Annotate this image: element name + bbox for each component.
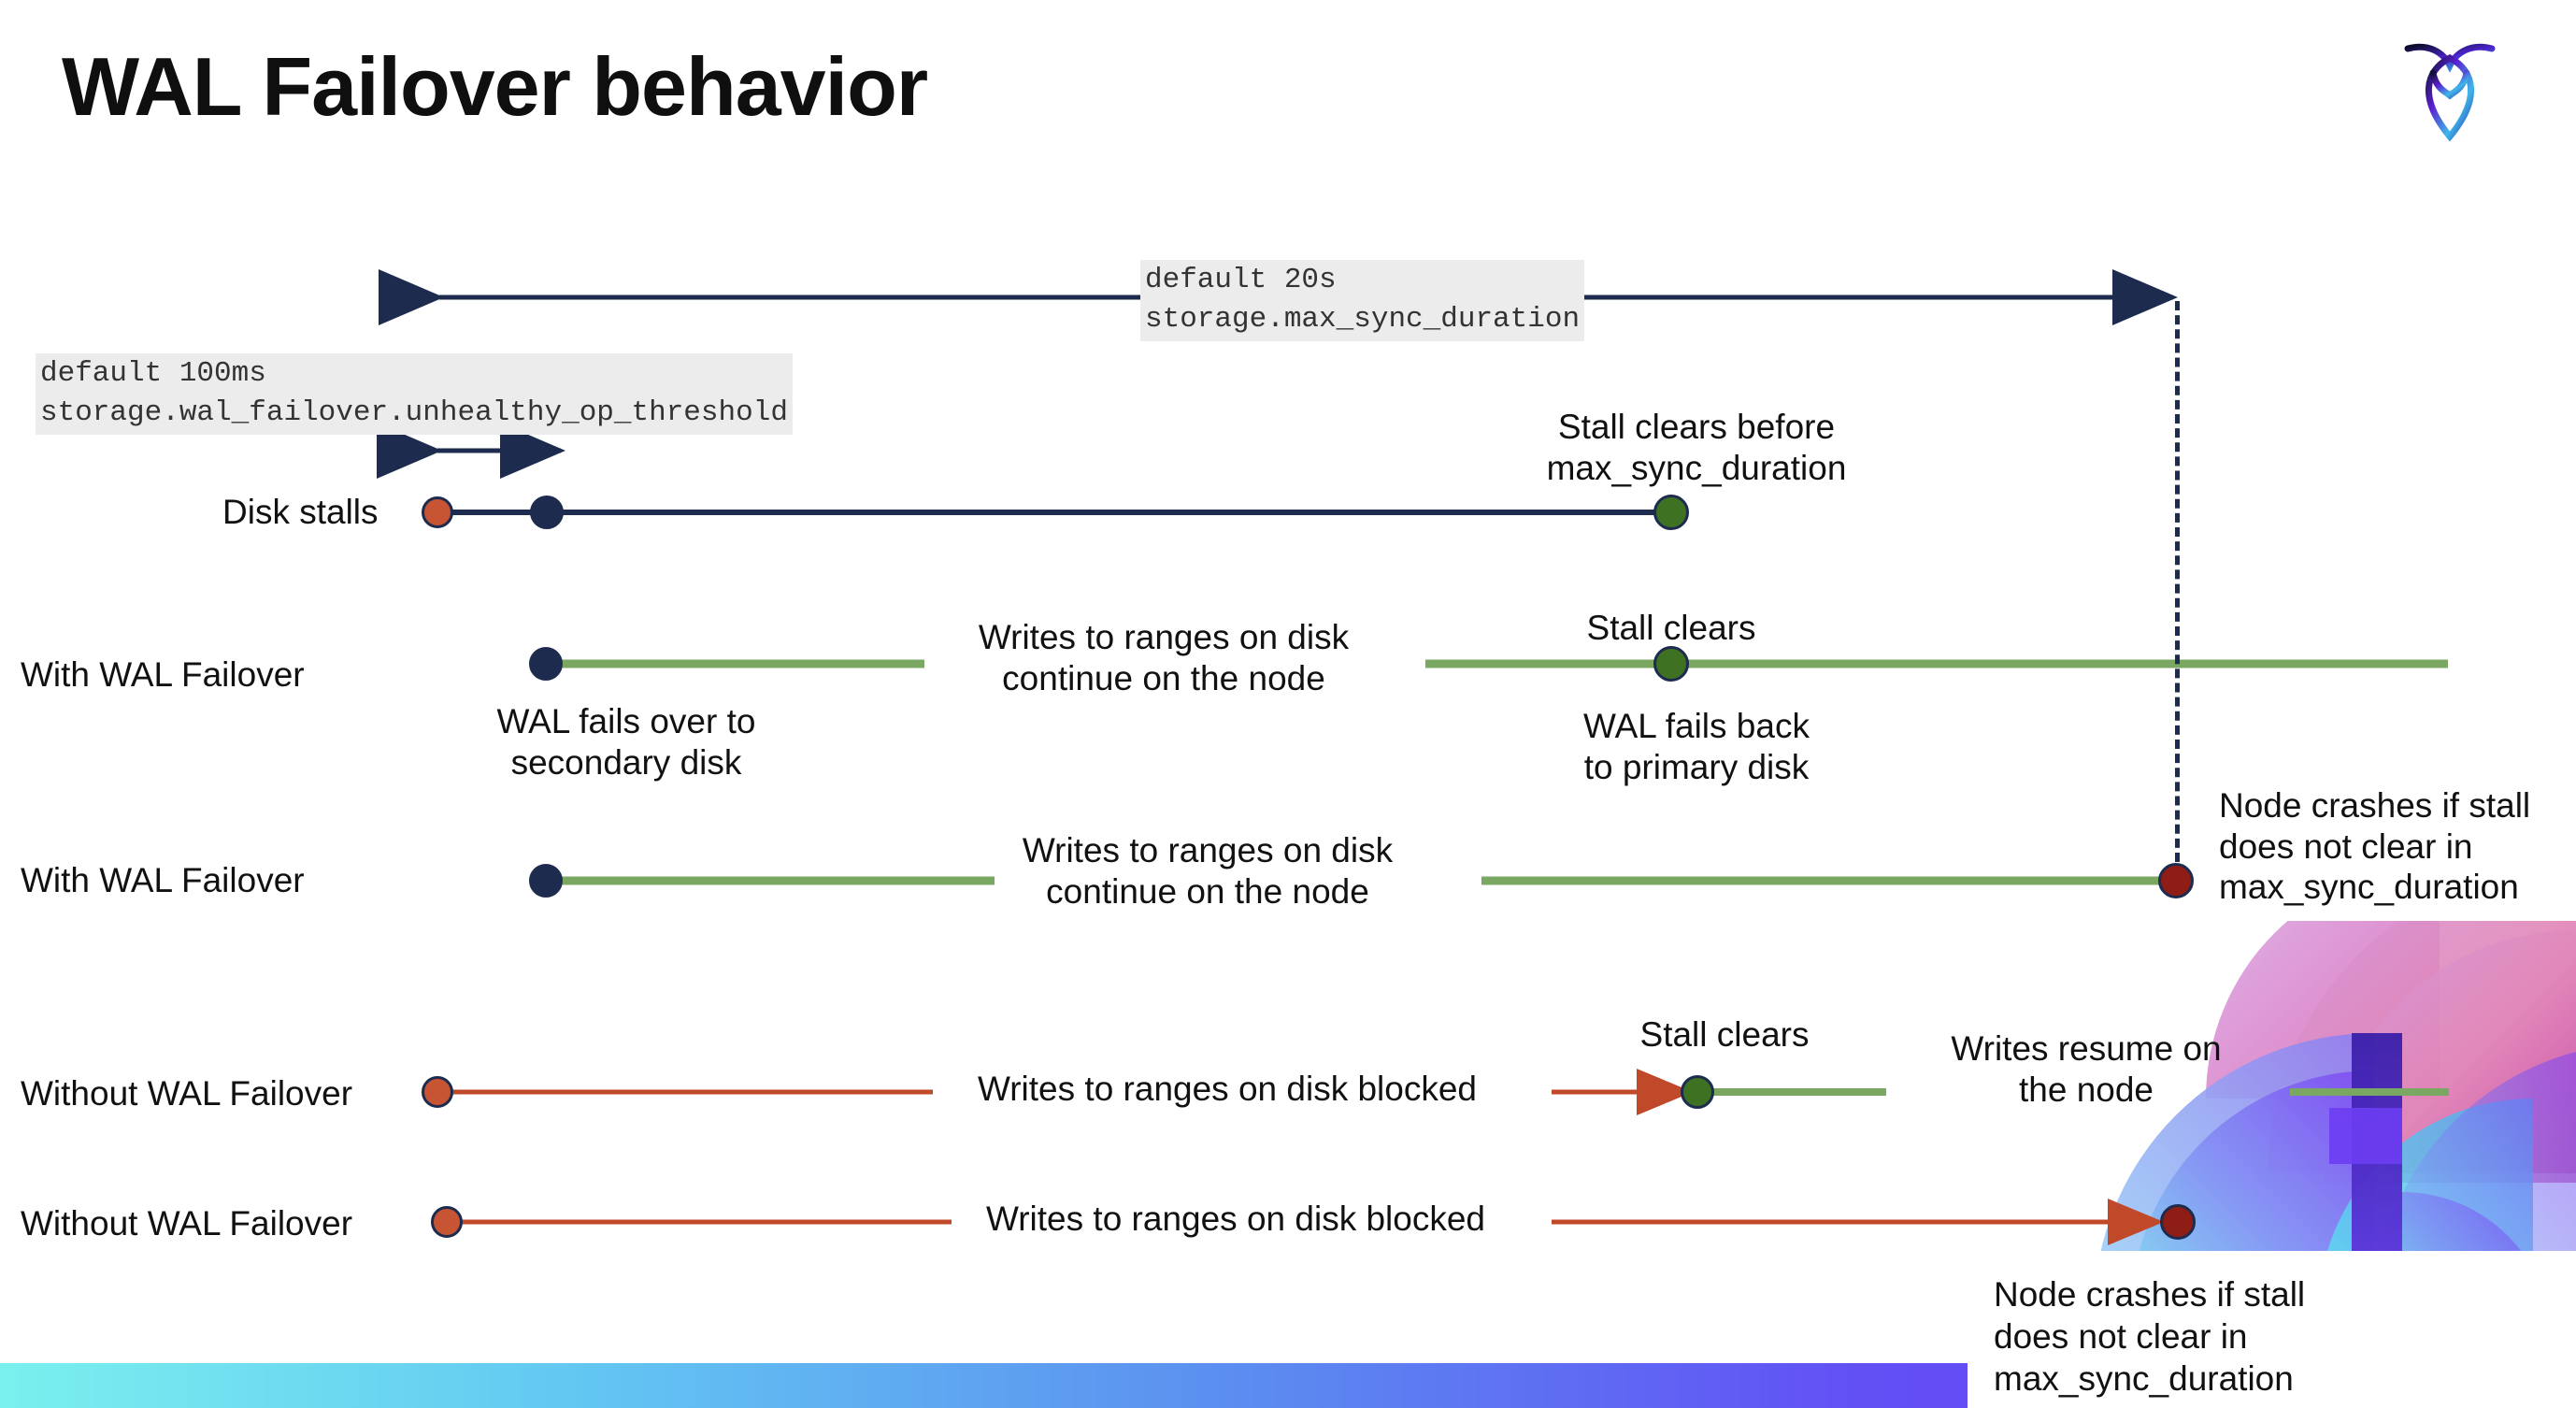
without-failover-2-red-line-a — [447, 1219, 952, 1225]
note-stall-clears-row2: Stall clears — [1586, 609, 1756, 647]
row-label-with-wal-failover-2: With WAL Failover — [21, 861, 305, 899]
note-writes-blocked-row5: Writes to ranges on disk blocked — [985, 1200, 1486, 1238]
max-sync-duration-chip: default 20s storage.max_sync_duration — [1140, 260, 1585, 341]
page-title: WAL Failover behavior — [62, 40, 928, 133]
callout-line-2: does not clear in — [1994, 1317, 2248, 1357]
stall-clears-dot-row4 — [1681, 1075, 1714, 1109]
note-writes-blocked-row4: Writes to ranges on disk blocked — [977, 1070, 1478, 1108]
unhealthy-op-threshold-chip: default 100ms storage.wal_failover.unhea… — [36, 353, 793, 435]
with-failover-2-line-a — [546, 876, 995, 885]
stall-start-dot-row4 — [422, 1076, 453, 1108]
failover-trigger-dot — [530, 496, 564, 529]
note-writes-continue-row2: Writes to ranges on disk continue on the… — [978, 618, 1350, 697]
note-writes-resume: Writes resume on the node — [1951, 1029, 2222, 1109]
row-label-with-wal-failover-1: With WAL Failover — [21, 655, 305, 694]
stall-clears-dot-row2 — [1653, 646, 1689, 682]
note-wal-fails-over: WAL fails over to secondary disk — [496, 702, 756, 782]
callout-line-3: max_sync_duration — [1994, 1359, 2294, 1399]
stall-clears-dot-row1 — [1653, 495, 1689, 530]
without-failover-1-green-line-a — [1707, 1088, 1886, 1096]
row-label-disk-stalls: Disk stalls — [222, 493, 379, 531]
note-node-crashes-row3: Node crashes if stall does not clear in … — [2219, 786, 2531, 907]
note-wal-fails-back: WAL fails back to primary disk — [1583, 707, 1810, 786]
with-failover-2-line-b — [1481, 876, 2178, 885]
disk-stall-start-dot — [422, 496, 453, 528]
cockroachdb-logo-icon — [2389, 26, 2511, 157]
note-stall-clears-row4: Stall clears — [1639, 1015, 1810, 1054]
callout-node-crashes-row5: Node crashes if stall does not clear in … — [1968, 1251, 2576, 1408]
without-failover-1-red-line-a — [437, 1089, 933, 1095]
disk-stalls-line — [437, 510, 1671, 515]
node-crash-dot-row5 — [2160, 1204, 2196, 1240]
wal-failover-start-dot-row3 — [529, 864, 563, 898]
with-failover-1-line-b — [1425, 659, 2448, 668]
max-sync-boundary-dashed-line — [2175, 301, 2180, 862]
node-crash-dot-row3 — [2158, 863, 2194, 898]
row-label-without-wal-failover-1: Without WAL Failover — [21, 1074, 353, 1113]
note-writes-continue-row3: Writes to ranges on disk continue on the… — [1022, 831, 1394, 911]
stall-start-dot-row5 — [431, 1206, 463, 1238]
without-failover-1-green-line-b — [2290, 1088, 2449, 1096]
row-label-without-wal-failover-2: Without WAL Failover — [21, 1204, 353, 1243]
note-stall-clears-before: Stall clears before max_sync_duration — [1546, 408, 1847, 487]
callout-line-1: Node crashes if stall — [1994, 1275, 2306, 1314]
with-failover-1-line-a — [546, 659, 924, 668]
wal-failover-start-dot-row2 — [529, 647, 563, 681]
